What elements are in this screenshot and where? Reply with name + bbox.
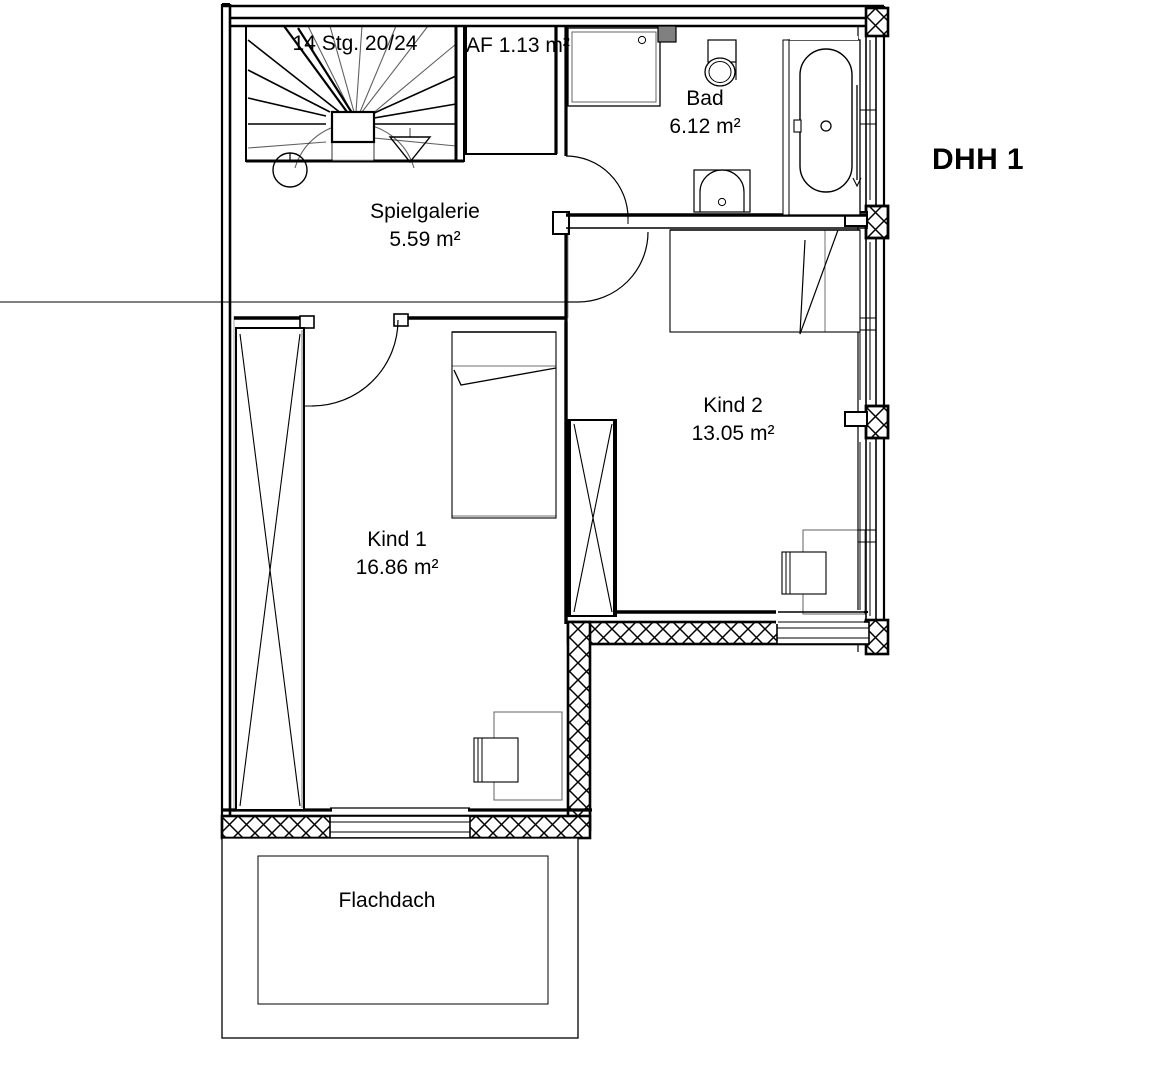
- exterior-wall-east-kind1: [566, 620, 592, 832]
- room-label-af: AF 1.13 m²: [466, 32, 570, 60]
- page-title: DHH 1: [932, 140, 1024, 180]
- stair-winder: [247, 25, 457, 188]
- outer-wall-east: [857, 6, 886, 652]
- flachdach-outline: [221, 837, 579, 1039]
- room-area-af: 1.13 m²: [498, 34, 570, 57]
- window-east-2: [858, 242, 876, 400]
- wall-pier-east-lower: [844, 404, 890, 440]
- stair-note-text: 14 Stg. 20/24: [292, 32, 418, 55]
- flachdach-label: Flachdach: [339, 887, 436, 915]
- wall-kind1-north: [234, 313, 566, 329]
- room-label-bad: Bad 6.12 m²: [669, 85, 740, 140]
- room-area-kind2: 13.05 m²: [691, 421, 775, 445]
- door-bad[interactable]: [565, 155, 629, 224]
- bathtub-icon: [782, 36, 862, 216]
- room-label-kind1: Kind 1 16.86 m²: [356, 526, 439, 581]
- wall-af-closet: [465, 25, 558, 155]
- wardrobe-mid: [569, 419, 617, 617]
- room-name-kind1: Kind 1: [367, 528, 427, 551]
- door-kind1[interactable]: [304, 319, 399, 407]
- bed-kind2: [669, 229, 861, 335]
- stair-note: 14 Stg. 20/24: [293, 30, 418, 58]
- door-kind2[interactable]: [0, 231, 649, 303]
- room-area-spielgalerie: 5.59 m²: [389, 227, 461, 251]
- room-name-af: AF: [466, 34, 493, 57]
- desk-kind1: [473, 711, 563, 801]
- room-name-kind2: Kind 2: [703, 394, 763, 417]
- room-label-spielgalerie: Spielgalerie 5.59 m²: [370, 198, 480, 253]
- exterior-wall-south-kind1: [220, 807, 592, 840]
- washbasin-icon: [693, 169, 751, 213]
- room-label-kind2: Kind 2 13.05 m²: [692, 392, 775, 447]
- room-name-bad: Bad: [686, 87, 724, 110]
- bed-kind1: [451, 331, 557, 519]
- desk-kind2: [781, 529, 866, 615]
- room-name-spielgalerie: Spielgalerie: [370, 200, 480, 223]
- window-south-kind2: [776, 621, 870, 645]
- outer-wall-north: [222, 4, 884, 28]
- window-east-1: [858, 40, 876, 200]
- room-area-bad: 6.12 m²: [669, 114, 741, 138]
- guide-lines: [233, 228, 671, 812]
- wall-pier-east-top: [864, 6, 890, 38]
- plan-title-text: DHH 1: [931, 143, 1025, 176]
- wardrobe-kind2: [567, 419, 615, 617]
- wardrobe-kind1: [235, 327, 305, 811]
- window-east-3: [858, 442, 876, 616]
- room-area-kind1: 16.86 m²: [355, 555, 439, 579]
- toilet-icon: [704, 39, 737, 87]
- shower-tray-icon: [567, 25, 677, 107]
- flachdach-text: Flachdach: [338, 889, 436, 912]
- party-wall-west: [220, 3, 232, 838]
- stair-down-arrow-icon: [388, 128, 432, 164]
